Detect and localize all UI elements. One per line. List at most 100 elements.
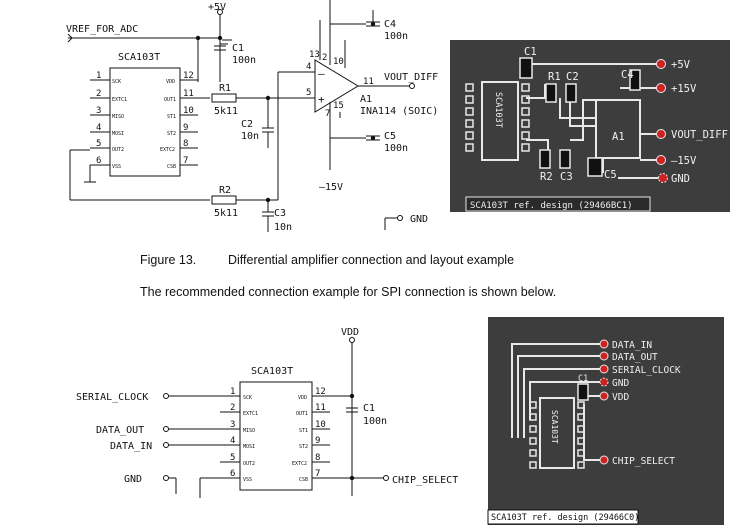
pin-num: 3 (96, 106, 101, 116)
pin-name: VDD (166, 79, 175, 85)
r2-value: 5k11 (214, 208, 238, 219)
spi-data-in-label: DATA_IN (110, 441, 152, 452)
pcb-r2-label: R2 (540, 171, 553, 183)
pcb-gnd-label: GND (671, 173, 690, 185)
spi-pcb-c1: C1 (578, 374, 588, 384)
spi-pin-num: 3 (230, 420, 235, 430)
spi-pin-name: OUT2 (243, 461, 255, 467)
pcb-c4-label: C4 (621, 69, 634, 81)
pin-num: 9 (183, 123, 188, 133)
spi-pin-num: 5 (230, 453, 235, 463)
pcb-vout-label: VOUT_DIFF (671, 129, 728, 141)
spi-pin-num: 8 (315, 453, 320, 463)
spi-schematic (163, 337, 389, 498)
c3-value: 10n (274, 222, 292, 233)
spi-pcb-serial-clock: SERIAL_CLOCK (612, 365, 681, 376)
pin-name: OUT1 (164, 97, 176, 103)
spi-pin-name: ST1 (299, 428, 308, 434)
figure13-caption-number: Figure 13. (140, 253, 197, 267)
r2-label: R2 (219, 185, 231, 196)
r1-value: 5k11 (214, 106, 238, 117)
c2-value: 10n (241, 131, 259, 142)
fig13-schematic (67, 0, 415, 232)
spi-pcb-ref-label: SCA103T ref. design (29466C0) (491, 513, 639, 523)
pin-name: VSS (112, 164, 121, 170)
junction-dot (195, 35, 201, 41)
amp-label: A1 (360, 94, 372, 105)
pin-name: MISO (112, 114, 124, 120)
figure13-caption-text: Differential amplifier connection and la… (228, 253, 515, 267)
amp-pin-15: 15 (333, 101, 344, 111)
amp-plus-sign: + (318, 93, 325, 106)
r1-label: R1 (219, 83, 231, 94)
pin-name: EXTC1 (112, 97, 127, 103)
junction-dot (265, 95, 271, 101)
c3-label: C3 (274, 208, 286, 219)
minus15-label: –15V (319, 182, 343, 193)
spi-pin-num: 6 (230, 469, 235, 479)
junction-dot (217, 35, 223, 41)
pcb-plus15v-label: +15V (671, 83, 697, 95)
pin-num: 10 (183, 106, 194, 116)
pin-num: 7 (183, 156, 188, 166)
vout-label: VOUT_DIFF (384, 72, 438, 83)
pin-num: 8 (183, 139, 188, 149)
spi-pin-name: EXTC1 (243, 411, 258, 417)
c1-label: C1 (232, 43, 244, 54)
spi-pcb-gnd: GND (612, 378, 629, 389)
pin-name: MOSI (112, 131, 124, 137)
pin-name: CSB (167, 164, 176, 170)
amp-part: INA114 (SOIC) (360, 106, 438, 117)
c4-label: C4 (384, 19, 396, 30)
spi-pin-num: 11 (315, 403, 326, 413)
pcb-c5-label: C5 (604, 169, 617, 181)
pcb-c2-label: C2 (566, 71, 579, 83)
pin-num: 1 (96, 71, 101, 81)
spi-pin-name: CSB (299, 477, 308, 483)
amp-pin-13: 13 (309, 50, 320, 60)
c5-value: 100n (384, 143, 408, 154)
pin-num: 2 (96, 89, 101, 99)
pcb-chip-label: SCA103T (493, 92, 503, 128)
amp-pin-11: 11 (363, 77, 374, 87)
spi-pin-name: MOSI (243, 444, 255, 450)
spi-data-out-label: DATA_OUT (96, 425, 144, 436)
pcb-ref-label: SCA103T ref. design (29466BC1) (470, 201, 633, 211)
pin-name: ST1 (167, 114, 176, 120)
pin-name: SCK (112, 79, 121, 85)
spi-pin-num: 10 (315, 420, 326, 430)
junction-dot (265, 197, 271, 203)
spi-pin-num: 2 (230, 403, 235, 413)
pin-name: EXTC2 (160, 147, 175, 153)
spi-c1-label: C1 (363, 403, 375, 414)
spi-vdd-label: VDD (341, 327, 359, 338)
spi-pin-num: 1 (230, 387, 235, 397)
spi-chip-label: SCA103T (251, 366, 293, 377)
pin-name: ST2 (167, 131, 176, 137)
spi-pcb-data-out: DATA_OUT (612, 352, 658, 363)
spi-pin-num: 7 (315, 469, 320, 479)
pin-num: 11 (183, 89, 194, 99)
spi-pin-name: OUT1 (296, 411, 308, 417)
junction-dot (349, 393, 355, 399)
pin-name: OUT2 (112, 147, 124, 153)
pcb-a1-label: A1 (612, 131, 625, 143)
spi-pin-num: 12 (315, 387, 326, 397)
pin-num: 6 (96, 156, 101, 166)
spi-pcb-chip: SCA103T (550, 410, 559, 444)
pcb-c3-label: C3 (560, 171, 573, 183)
amp-pin-2: 2 (322, 53, 327, 63)
spi-pin-name: EXTC2 (292, 461, 307, 467)
spi-gnd-label: GND (124, 474, 142, 485)
spi-pin-name: MISO (243, 428, 255, 434)
spi-pin-num: 4 (230, 436, 235, 446)
spi-intro-text: The recommended connection example for S… (140, 285, 557, 299)
amp-pin-5: 5 (306, 88, 311, 98)
amp-minus-sign: – (318, 67, 325, 80)
spi-pcb-data-in: DATA_IN (612, 340, 652, 351)
fig13-pcb-layout (450, 40, 730, 212)
c4-value: 100n (384, 31, 408, 42)
pin-num: 12 (183, 71, 194, 81)
pin-num: 4 (96, 123, 101, 133)
